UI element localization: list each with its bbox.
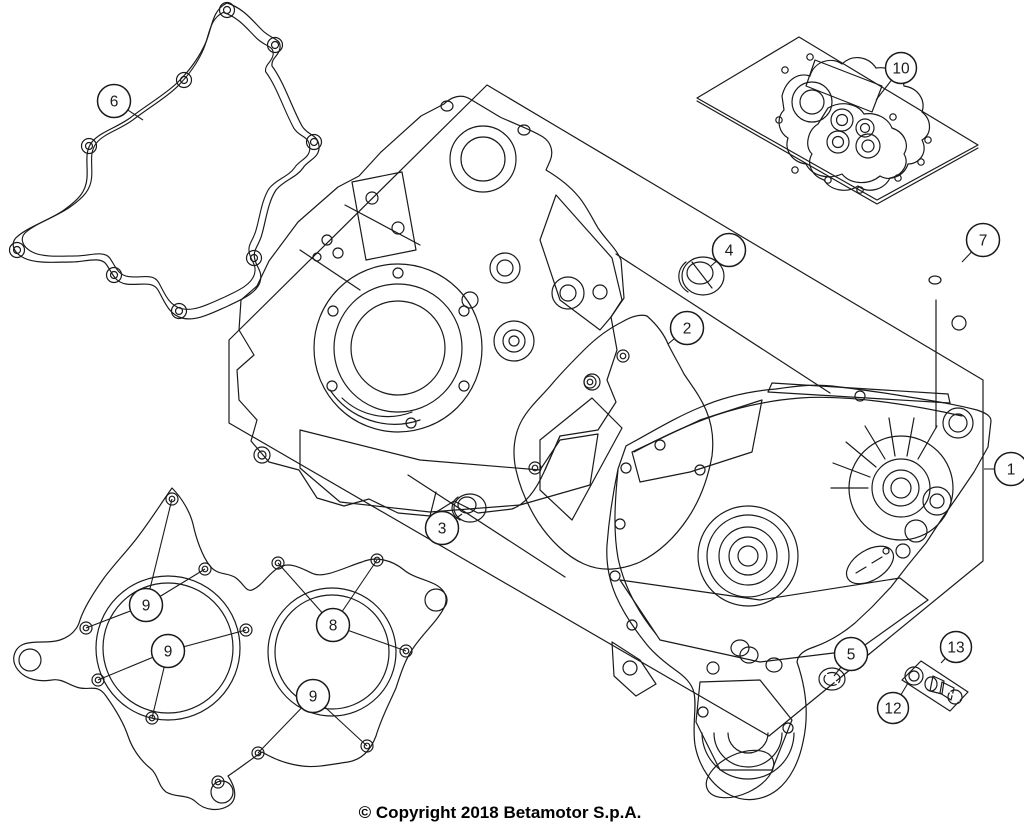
callout-number-7: 7 [979, 232, 988, 249]
callout-circle-8[interactable] [315, 607, 351, 643]
callout-1[interactable]: 1 [993, 451, 1024, 487]
o-ring-part12 [904, 666, 924, 686]
callout-number-9b: 9 [164, 643, 173, 660]
bottom-gasket-part8 [13, 487, 448, 811]
sensor-part13 [924, 675, 963, 705]
callout-circle-13[interactable] [939, 630, 973, 664]
callout-number-13: 13 [947, 639, 964, 656]
callout-circle-9b[interactable] [150, 633, 186, 669]
callout-circle-7[interactable] [965, 222, 1001, 258]
callout-3[interactable]: 3 [424, 510, 460, 546]
bottom-gasket-bolt-rings [18, 492, 448, 804]
gasket-kit-bolt-rings [775, 53, 932, 194]
callout-circle-10[interactable] [884, 51, 918, 85]
callout-number-8: 8 [329, 617, 338, 634]
assembly-boundary-outline [228, 84, 984, 737]
gasket-kit-sheet-part10 [696, 36, 979, 205]
callout-9b[interactable]: 9 [150, 633, 186, 669]
drain-plug-part5 [818, 667, 846, 691]
callout-5[interactable]: 5 [833, 636, 869, 672]
left-crankcase-half [236, 95, 625, 517]
callout-circle-5[interactable] [833, 636, 869, 672]
callout-2[interactable]: 2 [669, 310, 705, 346]
leader-line-9a [145, 498, 173, 606]
callout-circle-2[interactable] [669, 310, 705, 346]
callout-9a[interactable]: 9 [128, 587, 164, 623]
callout-10[interactable]: 10 [884, 51, 918, 85]
callout-9c[interactable]: 9 [295, 678, 331, 714]
callout-number-3: 3 [438, 520, 447, 537]
callout-circle-9a[interactable] [128, 587, 164, 623]
callout-number-9c: 9 [309, 688, 318, 705]
callout-number-2: 2 [683, 320, 692, 337]
callout-circle-6[interactable] [96, 83, 132, 119]
callout-number-10: 10 [892, 60, 910, 77]
callout-13[interactable]: 13 [939, 630, 973, 664]
axis-lines [407, 253, 831, 578]
callout-number-6: 6 [110, 93, 119, 110]
bushing-part4 [678, 256, 725, 296]
callout-8[interactable]: 8 [315, 607, 351, 643]
callout-number-4: 4 [725, 242, 734, 259]
callout-circle-3[interactable] [424, 510, 460, 546]
callout-7[interactable]: 7 [965, 222, 1001, 258]
callout-12[interactable]: 12 [876, 691, 910, 725]
callout-number-5: 5 [847, 646, 856, 663]
callout-circle-12[interactable] [876, 691, 910, 725]
callout-leader-lines [85, 67, 1011, 754]
callout-6[interactable]: 6 [96, 83, 132, 119]
breather-pipe-part7 [928, 234, 985, 429]
callout-4[interactable]: 4 [711, 232, 747, 268]
right-crankcase-half [606, 382, 992, 801]
artwork-layer [8, 1, 992, 811]
center-gasket-part2 [513, 314, 714, 570]
copyright-text: © Copyright 2018 Betamotor S.p.A. [359, 803, 642, 822]
callout-number-12: 12 [884, 700, 901, 717]
cover-gasket-part6 [8, 1, 323, 320]
bushing-part3 [451, 493, 487, 523]
callout-circle-9c[interactable] [295, 678, 331, 714]
cover-gasket-bolt-rings [8, 1, 323, 320]
callout-circle-4[interactable] [711, 232, 747, 268]
callout-number-9a: 9 [142, 597, 151, 614]
oring-sensor-box [901, 660, 969, 712]
callout-number-1: 1 [1007, 461, 1016, 478]
callout-circle-1[interactable] [993, 451, 1024, 487]
